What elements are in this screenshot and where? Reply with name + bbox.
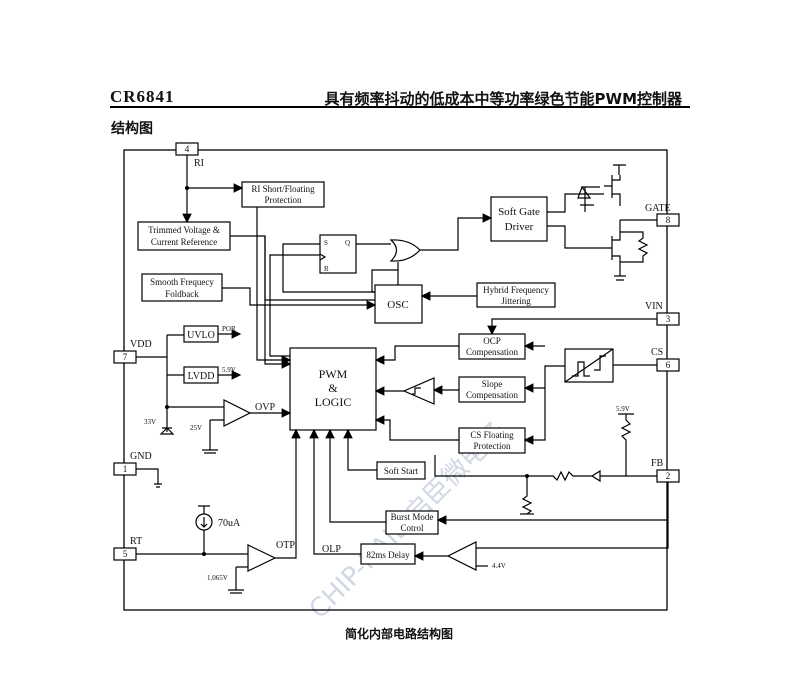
svg-text:25V: 25V — [190, 424, 202, 432]
svg-text:Hybrid Frequency: Hybrid Frequency — [483, 285, 549, 295]
wiring — [136, 155, 669, 594]
svg-text:Protection: Protection — [265, 195, 302, 205]
pin-vdd: 7 VDD — [113, 339, 152, 364]
svg-text:OCP: OCP — [483, 336, 501, 346]
svg-text:OSC: OSC — [387, 299, 408, 311]
pin-vin: 3 VIN — [645, 301, 680, 326]
pin-gate: 8 GATE — [645, 203, 680, 227]
svg-text:RI Short/Floating: RI Short/Floating — [251, 184, 315, 194]
svg-text:5.9V: 5.9V — [616, 405, 630, 413]
svg-text:Compensation: Compensation — [466, 390, 518, 400]
trimmed-voltage-reference-block: Trimmed Voltage & Current Reference — [137, 221, 231, 251]
soft-start-block: Soft Start — [376, 461, 426, 480]
svg-text:8: 8 — [666, 215, 671, 225]
slope-compensation-block: Slope Compensation — [458, 376, 526, 403]
svg-text:POR: POR — [222, 325, 236, 333]
chip-outline — [123, 149, 668, 611]
document-title: 具有频率抖动的低成本中等功率绿色节能PWM控制器 — [324, 90, 682, 108]
svg-text:1.065V: 1.065V — [207, 574, 228, 582]
svg-text:6: 6 — [666, 360, 671, 370]
signal-labels: POR 5.9V OVP 33V 25V 5.9V 70uA OTP 1.065… — [144, 325, 630, 582]
pin-fb: 2 FB — [651, 458, 680, 483]
svg-text:S: S — [324, 239, 328, 247]
smooth-frequency-foldback-block: Smooth Frequecy Foldback — [141, 273, 223, 302]
or-gate — [389, 239, 421, 262]
svg-text:LOGIC: LOGIC — [315, 395, 352, 409]
svg-text:Cotrol: Cotrol — [400, 523, 424, 533]
svg-text:3: 3 — [666, 314, 671, 324]
part-number: CR6841 — [110, 87, 175, 106]
pin-ri: 4 RI — [175, 142, 204, 169]
svg-text:5: 5 — [123, 549, 128, 559]
svg-text:Trimmed Voltage &: Trimmed Voltage & — [148, 225, 220, 235]
section-title: 结构图 — [111, 121, 153, 137]
pin-gnd: 1 GND — [113, 451, 152, 476]
ocp-compensation-block: OCP Compensation — [458, 333, 526, 360]
svg-text:FB: FB — [651, 458, 664, 469]
svg-text:&: & — [328, 381, 338, 395]
svg-text:Protection: Protection — [474, 441, 511, 451]
svg-text:VDD: VDD — [130, 339, 152, 350]
pin-rt: 5 RT — [113, 536, 142, 561]
svg-text:OLP: OLP — [322, 544, 341, 555]
ri-short-floating-protection-block: RI Short/Floating Protection — [241, 181, 325, 208]
svg-text:4.4V: 4.4V — [492, 562, 506, 570]
svg-text:70uA: 70uA — [218, 518, 241, 529]
svg-text:Smooth Frequecy: Smooth Frequecy — [150, 277, 214, 287]
header-rule — [110, 106, 690, 108]
svg-text:VIN: VIN — [645, 301, 663, 312]
hybrid-frequency-jittering-block: Hybrid Frequency Jittering — [476, 282, 556, 308]
svg-text:33V: 33V — [144, 418, 156, 426]
svg-text:1: 1 — [123, 464, 128, 474]
svg-text:OVP: OVP — [255, 402, 275, 413]
figure-caption: 简化内部电路结构图 — [345, 627, 454, 641]
svg-text:OTP: OTP — [276, 540, 295, 551]
svg-text:7: 7 — [123, 352, 128, 362]
svg-text:Soft Start: Soft Start — [384, 466, 419, 476]
svg-text:Q: Q — [345, 239, 350, 247]
delay-block: 82ms Delay — [360, 543, 416, 565]
svg-text:CS: CS — [651, 347, 663, 358]
svg-text:UVLO: UVLO — [187, 330, 215, 341]
svg-text:RT: RT — [130, 536, 142, 547]
sr-flip-flop: S R Q — [319, 234, 357, 274]
svg-text:CS Floating: CS Floating — [470, 430, 514, 440]
svg-text:82ms Delay: 82ms Delay — [366, 550, 410, 560]
svg-text:5.9V: 5.9V — [222, 366, 236, 374]
lvdd-block: LVDD — [183, 366, 219, 384]
svg-text:4: 4 — [185, 144, 190, 154]
svg-text:Soft Gate: Soft Gate — [498, 206, 540, 218]
cs-floating-protection-block: CS Floating Protection — [458, 427, 526, 454]
svg-text:Driver: Driver — [505, 221, 534, 233]
svg-text:2: 2 — [666, 471, 671, 481]
pwm-logic-block: PWM & LOGIC — [289, 347, 377, 431]
svg-text:Jittering: Jittering — [501, 296, 531, 306]
burst-mode-control-block: Burst Mode Cotrol — [385, 510, 439, 535]
svg-text:Compensation: Compensation — [466, 347, 518, 357]
svg-text:LVDD: LVDD — [188, 371, 215, 382]
svg-text:R: R — [324, 265, 329, 273]
svg-text:RI: RI — [194, 158, 204, 169]
pin-cs: 6 CS — [651, 347, 680, 372]
uvlo-block: UVLO — [183, 325, 219, 343]
svg-text:Burst Mode: Burst Mode — [391, 512, 434, 522]
svg-text:GATE: GATE — [645, 203, 671, 214]
svg-text:Current Reference: Current Reference — [151, 237, 217, 247]
svg-text:Slope: Slope — [482, 379, 503, 389]
svg-text:GND: GND — [130, 451, 152, 462]
osc-block: OSC — [374, 284, 423, 324]
svg-text:PWM: PWM — [319, 367, 348, 381]
svg-text:Foldback: Foldback — [165, 289, 199, 299]
soft-gate-driver-block: Soft Gate Driver — [490, 196, 548, 242]
